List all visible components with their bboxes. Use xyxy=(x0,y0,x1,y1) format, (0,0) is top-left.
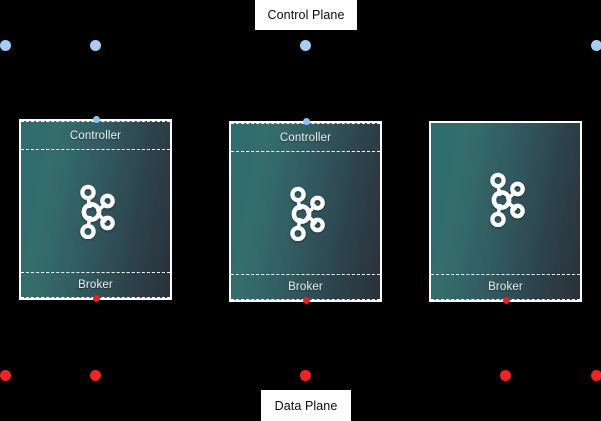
kafka-logo-icon xyxy=(289,186,325,241)
control-plane-endpoint-dot xyxy=(300,40,311,51)
broker-divider-top xyxy=(431,274,580,275)
node-card-inner: Broker xyxy=(431,123,580,300)
kafka-logo-icon xyxy=(79,184,115,239)
node-data-plane-connector-dot xyxy=(503,297,510,304)
kafka-node-card[interactable]: Controller xyxy=(229,121,382,302)
data-plane-endpoint-dot xyxy=(90,370,101,381)
control-plane-endpoint-dot xyxy=(591,40,601,51)
controller-divider xyxy=(231,151,380,152)
node-card-inner: Controller xyxy=(231,123,380,300)
data-plane-endpoint-dot xyxy=(0,370,11,381)
node-logo-area xyxy=(231,152,380,274)
kafka-node-card[interactable]: Broker xyxy=(429,121,582,302)
controller-label: Controller xyxy=(69,129,122,142)
node-logo-area xyxy=(431,123,580,274)
broker-divider-top xyxy=(21,272,170,273)
controller-section: Controller xyxy=(21,121,170,150)
broker-label: Broker xyxy=(488,281,523,293)
data-plane-endpoint-dot xyxy=(300,370,311,381)
data-plane-endpoint-dot xyxy=(591,370,601,381)
controller-divider xyxy=(21,149,170,150)
control-plane-endpoint-dot xyxy=(90,40,101,51)
data-plane-label: Data Plane xyxy=(261,390,351,421)
broker-divider-top xyxy=(231,274,380,275)
broker-label: Broker xyxy=(78,279,113,291)
node-logo-area xyxy=(21,150,170,272)
kafka-logo-icon xyxy=(489,172,525,227)
node-control-plane-connector-dot xyxy=(303,118,310,125)
node-card-inner: Controller xyxy=(21,121,170,298)
broker-label: Broker xyxy=(288,281,323,293)
data-plane-endpoint-dot xyxy=(500,370,511,381)
controller-label: Controller xyxy=(279,131,332,144)
node-data-plane-connector-dot xyxy=(303,297,310,304)
kafka-node-card[interactable]: Controller xyxy=(19,119,172,300)
control-plane-label: Control Plane xyxy=(255,0,357,30)
node-data-plane-connector-dot xyxy=(93,295,100,302)
controller-section: Controller xyxy=(231,123,380,152)
node-control-plane-connector-dot xyxy=(93,116,100,123)
control-plane-endpoint-dot xyxy=(0,40,11,51)
